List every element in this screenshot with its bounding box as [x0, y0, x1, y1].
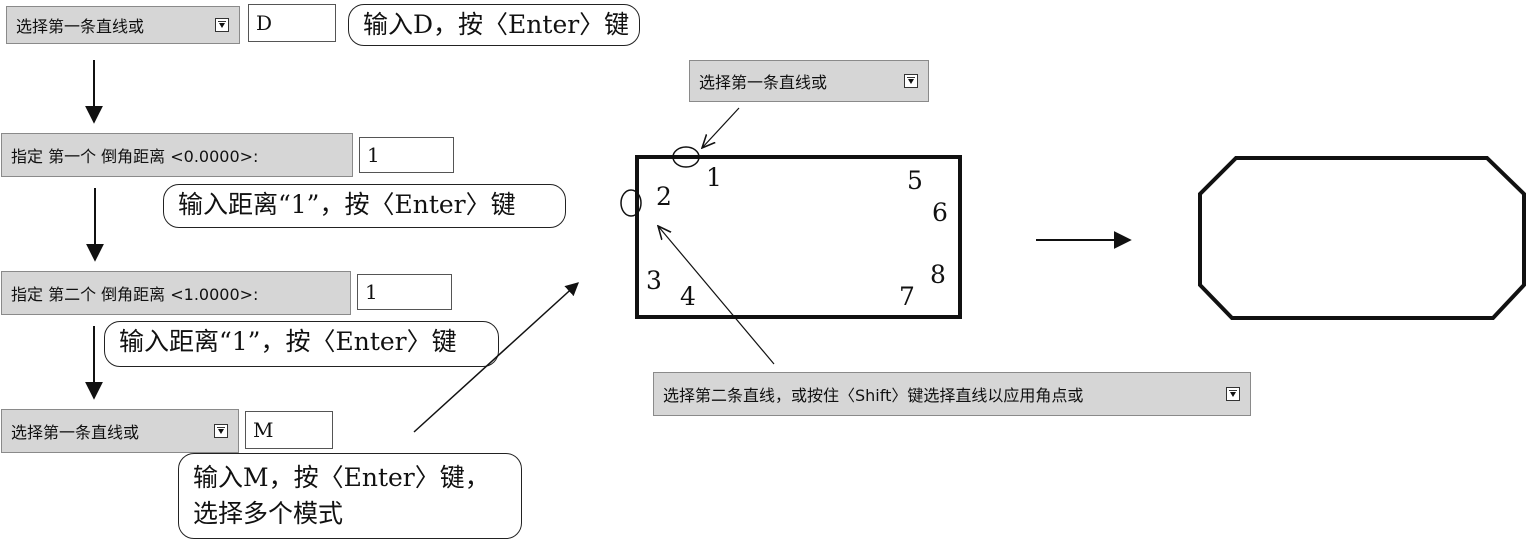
point-label-5: 5 — [907, 166, 923, 195]
pointer-arrow-first-line — [702, 107, 740, 148]
callout-enter-distance-1: 输入距离“1”，按〈Enter〉键 — [163, 184, 566, 228]
selection-circle-2 — [620, 189, 642, 217]
point-label-8: 8 — [930, 260, 946, 289]
point-label-1: 1 — [706, 163, 722, 192]
callout-enter-d: 输入D，按〈Enter〉键 — [348, 4, 640, 46]
dropdown-arrow-icon[interactable] — [904, 74, 918, 88]
point-label-7: 7 — [899, 282, 915, 311]
prompt-label: 选择第一条直线或 — [11, 423, 140, 442]
input-second-distance[interactable]: 1 — [357, 274, 452, 310]
prompt-second-chamfer-distance: 指定 第二个 倒角距离 <1.0000>: — [1, 271, 351, 315]
input-first-distance[interactable]: 1 — [359, 137, 454, 173]
callout-line1: 输入M，按〈Enter〉键， — [193, 463, 490, 492]
point-label-4: 4 — [680, 282, 696, 311]
prompt-label: 指定 第二个 倒角距离 <1.0000>: — [11, 285, 259, 304]
chamfered-result-shape — [1198, 156, 1526, 320]
prompt-label: 选择第一条直线或 — [699, 73, 828, 92]
callout-enter-distance-2: 输入距离“1”，按〈Enter〉键 — [104, 321, 499, 367]
prompt-label: 选择第二条直线，或按住〈Shift〉键选择直线以应用角点或 — [663, 386, 1084, 405]
prompt-label: 指定 第一个 倒角距离 <0.0000>: — [11, 147, 259, 166]
callout-line2: 选择多个模式 — [193, 499, 344, 529]
dropdown-arrow-icon[interactable] — [214, 424, 228, 438]
prompt-first-chamfer-distance: 指定 第一个 倒角距离 <0.0000>: — [1, 133, 353, 177]
pointer-arrow-second-line — [658, 226, 775, 365]
prompt-label: 选择第一条直线或 — [16, 17, 145, 36]
dropdown-arrow-icon[interactable] — [1226, 387, 1240, 401]
point-label-6: 6 — [932, 198, 948, 227]
prompt-select-second-line-tooltip: 选择第二条直线，或按住〈Shift〉键选择直线以应用角点或 — [653, 372, 1251, 416]
callout-multiple-mode: 输入M，按〈Enter〉键， 选择多个模式 — [178, 453, 522, 539]
prompt-select-first-line-tooltip: 选择第一条直线或 — [689, 60, 929, 102]
command-input-m[interactable]: M — [245, 411, 333, 449]
point-label-3: 3 — [646, 266, 662, 295]
prompt-select-first-line: 选择第一条直线或 — [6, 6, 240, 44]
dropdown-arrow-icon[interactable] — [215, 18, 229, 32]
prompt-select-first-line-2: 选择第一条直线或 — [1, 409, 239, 453]
command-input-d[interactable]: D — [248, 4, 336, 42]
point-label-2: 2 — [656, 182, 672, 211]
selection-circle-1 — [672, 146, 700, 168]
